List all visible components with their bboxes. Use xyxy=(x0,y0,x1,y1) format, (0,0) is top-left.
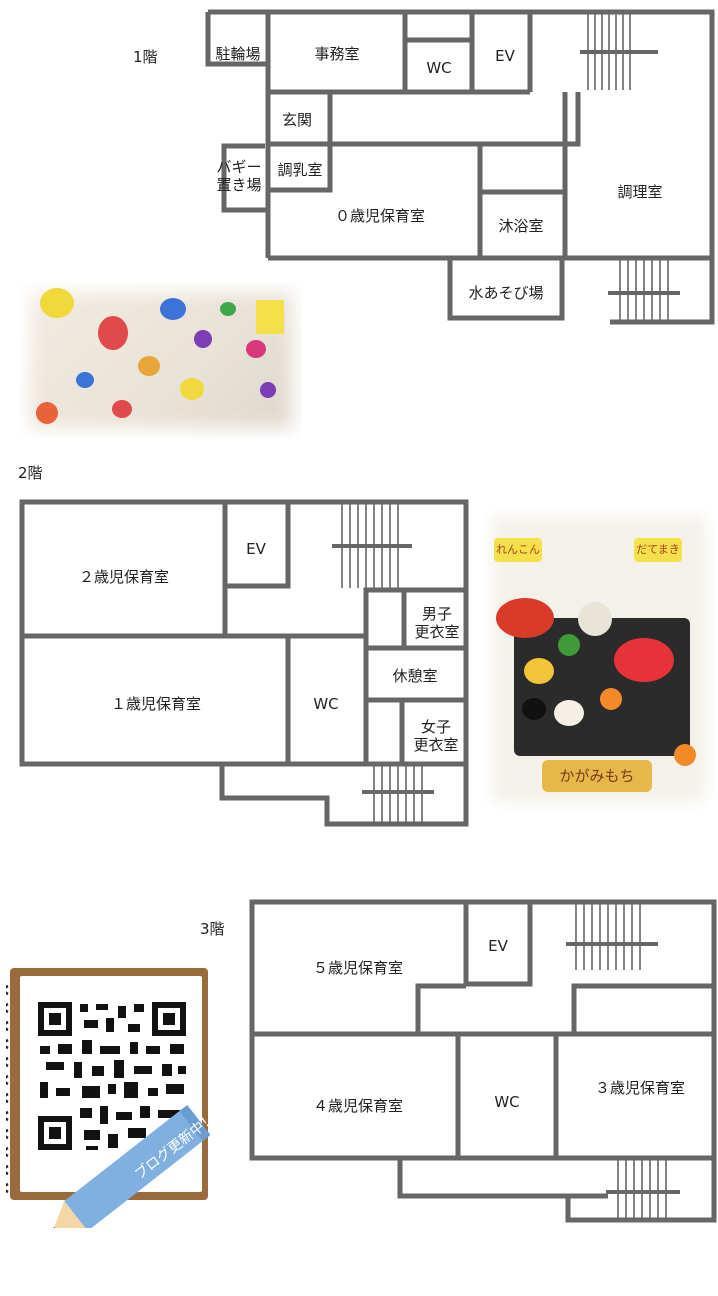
room-wc-1f: WC xyxy=(426,59,452,77)
floor-label-3f: 3階 xyxy=(200,920,225,938)
room-office: 事務室 xyxy=(314,45,360,63)
room-age0: ０歳児保育室 xyxy=(334,207,426,225)
room-formula: 調乳室 xyxy=(277,161,323,179)
room-wc-2f: WC xyxy=(313,695,339,713)
room-bike-parking: 駐輪場 xyxy=(215,45,261,63)
stairs-3f-top xyxy=(566,904,658,970)
room-kitchen: 調理室 xyxy=(617,183,663,201)
room-boys-changing: 男子 更衣室 xyxy=(414,605,459,641)
boys-line1: 男子 xyxy=(421,605,453,623)
room-buggy-storage: バギー 置き場 xyxy=(216,158,261,194)
stairs-3f-bottom xyxy=(606,1160,680,1218)
room-age4: ４歳児保育室 xyxy=(312,1097,404,1115)
stairs-2f-bottom xyxy=(362,766,434,822)
floor-label-2f: 2階 xyxy=(18,464,43,482)
room-ev-1f: EV xyxy=(495,47,515,65)
photo-handprint-artwork xyxy=(20,282,302,438)
caption-kagamimochi: かがみもち xyxy=(542,760,652,792)
room-age5: ５歳児保育室 xyxy=(312,959,404,977)
girls-line2: 更衣室 xyxy=(413,736,459,754)
room-age1: １歳児保育室 xyxy=(110,695,202,713)
stairs-2f-top xyxy=(332,504,412,588)
stairs-1f-top xyxy=(580,14,658,90)
room-wc-3f: WC xyxy=(494,1093,520,1111)
floor2-walls xyxy=(19,499,469,827)
tag-renkon: れんこん xyxy=(494,538,542,562)
room-ev-3f: EV xyxy=(488,937,508,955)
room-rest: 休憩室 xyxy=(392,667,438,685)
buggy-line1: バギー xyxy=(216,158,262,176)
photo-osechi-craft: れんこん だてまき かがみもち xyxy=(484,508,714,810)
osechi-box-illustration xyxy=(496,598,690,756)
room-entrance: 玄関 xyxy=(281,111,313,129)
room-age3: ３歳児保育室 xyxy=(594,1079,686,1097)
tag-datemaki: だてまき xyxy=(634,538,682,562)
boys-line2: 更衣室 xyxy=(414,623,460,641)
floor3-walls xyxy=(249,899,717,1223)
girls-line1: 女子 xyxy=(420,718,452,736)
room-ev-2f: EV xyxy=(246,540,266,558)
blog-qr-notebook: ブログ更新中！ xyxy=(2,966,219,1236)
buggy-line2: 置き場 xyxy=(216,176,262,194)
room-bath: 沐浴室 xyxy=(498,217,544,235)
room-age2: ２歳児保育室 xyxy=(78,568,170,586)
stairs-1f-bottom xyxy=(608,260,680,320)
qr-code xyxy=(36,1000,188,1152)
floor1-walls xyxy=(205,9,715,325)
room-waterplay: 水あそび場 xyxy=(468,284,544,302)
room-girls-changing: 女子 更衣室 xyxy=(413,718,458,754)
notebook-illustration xyxy=(2,968,211,1236)
floor-label-1f: 1階 xyxy=(133,48,158,66)
